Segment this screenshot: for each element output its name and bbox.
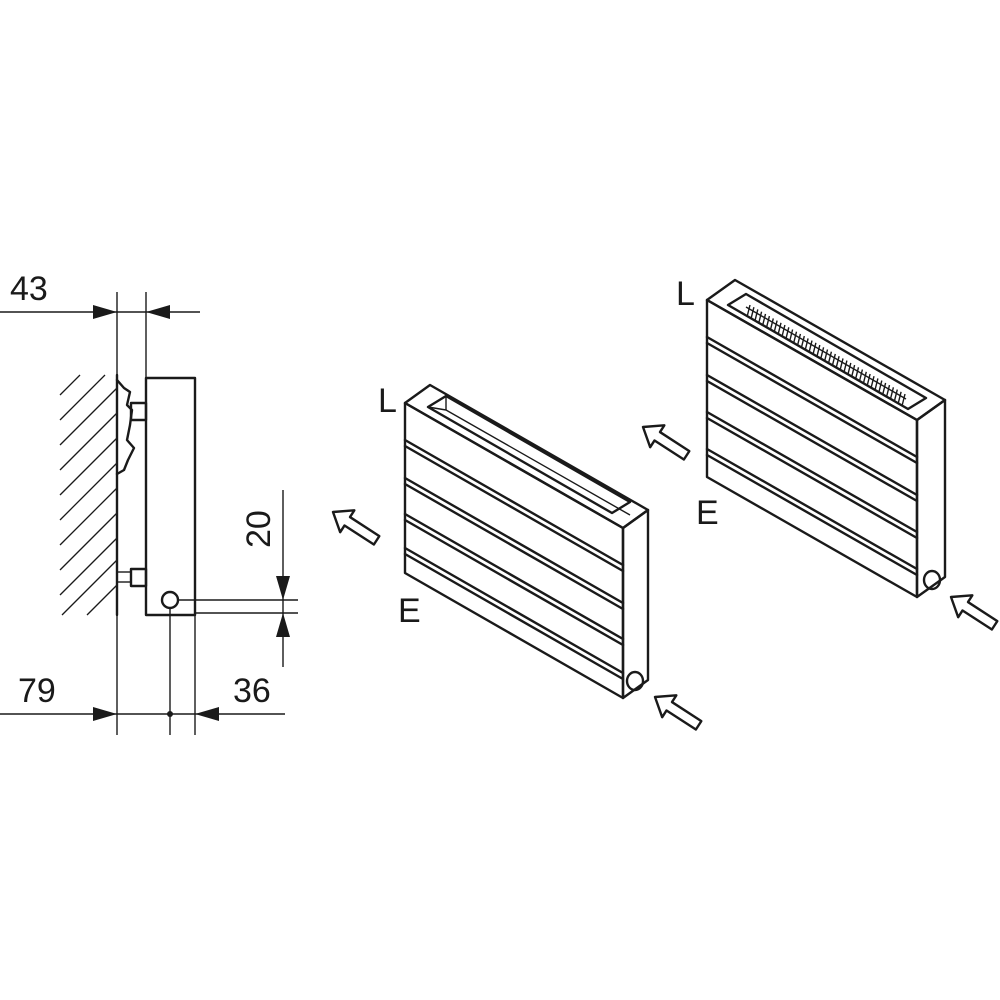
dimension-label-36: 36 (233, 672, 271, 710)
wall-hatching (59, 374, 118, 616)
front-unit-pipe-connection (625, 670, 645, 692)
bracket-top-clip (129, 401, 148, 422)
dimension-label-20: 20 (240, 510, 278, 548)
wall-bracket (115, 378, 136, 476)
front-unit-outlet-label: L (378, 382, 397, 420)
front-convector-unit: L E (331, 382, 703, 731)
front-unit-top-grille (426, 394, 632, 515)
dimension-label-79: 79 (18, 672, 56, 710)
back-unit-side-face (915, 398, 947, 599)
dimension-label-43: 43 (10, 270, 48, 308)
dimension-offsets: 79 36 (0, 608, 285, 735)
front-unit-slats (403, 438, 625, 681)
back-convector-unit: L E (641, 275, 999, 631)
pipe-connection-circle (160, 590, 180, 610)
back-unit-fin-grille (745, 304, 907, 407)
front-unit-side-face (621, 508, 650, 700)
back-unit-inflow-arrow (949, 594, 999, 631)
side-section-view: 43 20 79 36 (0, 270, 298, 735)
radiator-body-side (144, 376, 197, 617)
dimension-wall-gap: 43 (0, 270, 200, 378)
front-unit-inlet-label: E (398, 592, 421, 630)
back-unit-pipe-connection (922, 569, 942, 591)
front-unit-inflow-arrow (653, 694, 703, 731)
back-unit-outlet-label: L (676, 275, 695, 313)
back-unit-top-face (705, 278, 947, 422)
back-unit-outflow-arrow (641, 424, 691, 461)
back-unit-inlet-label: E (696, 494, 719, 532)
bracket-bottom-clip (129, 567, 148, 588)
dimension-connection-height: 20 (178, 490, 298, 667)
back-unit-slats (705, 335, 919, 577)
front-unit-outflow-arrow (331, 509, 381, 546)
